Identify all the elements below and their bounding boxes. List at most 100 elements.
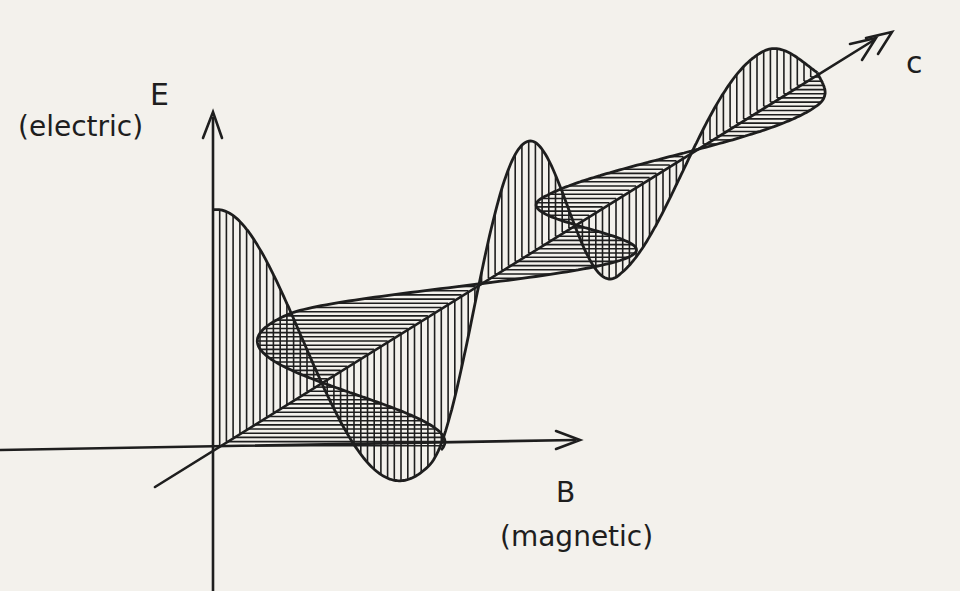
b-hatch (276, 319, 421, 321)
e-hatch (239, 222, 241, 434)
e-hatch (508, 169, 510, 266)
axis-name: (electric) (18, 112, 143, 143)
b-hatch (556, 236, 614, 238)
speed-symbol: c (906, 46, 923, 79)
e-hatch (555, 175, 557, 236)
e-hatch (723, 93, 725, 131)
e-hatch (440, 308, 442, 444)
magnetic-wave (257, 73, 825, 450)
e-hatch (770, 49, 772, 102)
b-hatch (569, 185, 637, 187)
b-hatch (260, 332, 401, 334)
b-hatch (522, 256, 629, 258)
b-hatch (529, 252, 635, 254)
e-hatch (608, 203, 610, 279)
e-hatch (407, 329, 409, 480)
b-hatch (220, 445, 444, 447)
e-hatch (454, 299, 456, 397)
e-hatch (743, 67, 745, 119)
b-hatch (548, 215, 589, 217)
b-hatch (276, 361, 355, 363)
b-hatch (509, 265, 601, 267)
e-hatch (501, 189, 503, 270)
b-hatch (797, 85, 823, 87)
b-hatch (312, 307, 441, 309)
e-hatch (380, 345, 382, 474)
wave (213, 49, 825, 481)
e-hatch (655, 173, 657, 224)
e-hatch (642, 182, 644, 248)
e-hatch (629, 190, 631, 265)
b-hatch (270, 323, 415, 325)
b-hatch (260, 349, 374, 351)
b-hatch (537, 206, 603, 208)
e-hatch (414, 324, 416, 477)
b-hatch (777, 97, 824, 99)
b-hatch (730, 127, 772, 129)
arrow-head (203, 112, 222, 138)
e-hatch (514, 155, 516, 262)
e-hatch (400, 333, 402, 481)
arrow-head (866, 32, 892, 54)
b-hatch (737, 122, 783, 124)
b-hatch (296, 311, 435, 313)
e-hatch (729, 83, 731, 127)
e-hatch (662, 169, 664, 212)
e-hatch (427, 316, 429, 467)
b-hatch (580, 181, 642, 183)
e-hatch (763, 51, 765, 106)
e-hatch (494, 213, 496, 274)
b-hatch (233, 437, 444, 439)
b-axis (0, 440, 575, 450)
e-hatch (333, 375, 335, 409)
b-hatch (558, 189, 629, 191)
b-hatch (362, 298, 455, 300)
b-hatch (784, 93, 825, 95)
b-hatch (240, 432, 441, 434)
e-hatch (266, 262, 268, 417)
axes (0, 32, 892, 591)
b-hatch (757, 110, 810, 112)
e-hatch (340, 370, 342, 421)
e-hatch (367, 354, 369, 463)
b-hatch (294, 399, 371, 401)
e-hatch (521, 145, 523, 257)
e-hatch (783, 50, 785, 93)
e-hatch (299, 334, 301, 395)
e-hatch (387, 341, 389, 478)
b-hatch (258, 344, 381, 346)
hatching (220, 49, 825, 481)
e-hatch (790, 54, 792, 90)
e-hatch (434, 312, 436, 458)
e-hatch (226, 212, 228, 442)
b-hatch (764, 106, 816, 108)
axis-symbol: E (150, 78, 169, 111)
b-hatch (273, 411, 404, 413)
e-hatch (749, 60, 751, 114)
propagation-axis (155, 40, 874, 487)
e-hatch (273, 275, 275, 413)
b-hatch (541, 198, 616, 200)
e-hatch (716, 104, 718, 135)
e-hatch (420, 320, 422, 472)
b-hatch (750, 114, 802, 116)
axis-name: (magnetic) (500, 522, 653, 553)
e-hatch (279, 289, 281, 408)
e-hatch (293, 319, 295, 400)
axis-symbol: B (556, 478, 575, 509)
e-hatch (548, 160, 550, 240)
e-hatch (447, 303, 449, 423)
b-hatch (285, 315, 428, 317)
e-hatch (535, 143, 537, 249)
e-hatch (373, 349, 375, 469)
e-hatch (595, 211, 597, 269)
b-hatch (542, 244, 633, 246)
e-hatch (776, 49, 778, 98)
e-hatch (803, 63, 805, 82)
e-hatch (246, 229, 248, 429)
b-hatch (280, 407, 393, 409)
b-hatch (269, 357, 361, 359)
e-hatch (353, 362, 355, 445)
e-hatch (346, 366, 348, 434)
